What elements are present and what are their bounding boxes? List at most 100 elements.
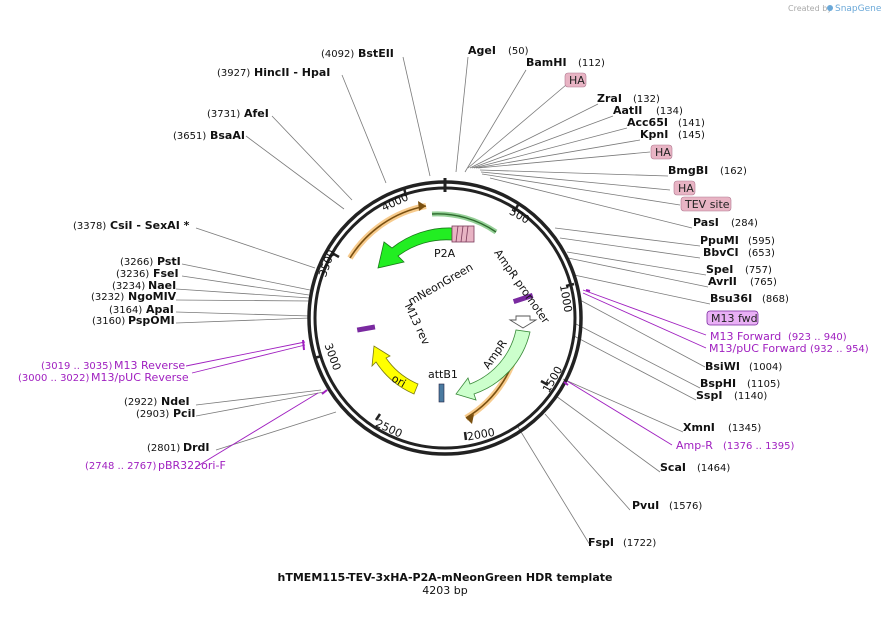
tick-1000: 1000	[557, 284, 575, 314]
mneongreen-feature[interactable]	[377, 227, 453, 269]
label-m13-rev: M13 rev	[402, 301, 433, 347]
site-pos: (653)	[748, 248, 775, 259]
primer-pos: (923 .. 940)	[788, 332, 847, 343]
m13-rev-marker[interactable]	[356, 324, 376, 333]
site-name: ZraI	[597, 92, 622, 105]
tag-ha-2-label: HA	[655, 146, 671, 159]
primer-mark-pbr322	[321, 389, 328, 395]
feature-tags: HA HA HA TEV site M13 fwd	[564, 72, 759, 326]
tag-ha-1-label: HA	[569, 74, 585, 87]
tag-ha-3-label: HA	[678, 182, 694, 195]
cds-region-line	[431, 213, 497, 233]
site-name: PciI	[173, 407, 195, 420]
site-name: PpuMI	[700, 234, 739, 247]
tag-ha-3[interactable]	[673, 180, 696, 196]
snapgene-credit: Created by SnapGene	[788, 4, 882, 14]
site-pos: (1004)	[749, 362, 782, 373]
site-labels-right: AgeI (50) BamHI (112) ZraI (132) AatII (…	[468, 44, 789, 549]
credit-prefix: Created by	[788, 4, 832, 13]
site-name: BamHI	[526, 56, 567, 69]
attb1-feature[interactable]	[438, 383, 445, 403]
site-name: NgoMIV	[128, 290, 177, 303]
primer-name: pBR322ori-F	[158, 459, 226, 472]
site-pos: (1140)	[734, 391, 767, 402]
site-name: AvrII	[708, 275, 737, 288]
site-pos: (3266)	[120, 257, 153, 268]
site-pos: (2903)	[136, 409, 169, 420]
site-pos: (2922)	[124, 397, 157, 408]
map-title: hTMEM115-TEV-3xHA-P2A-mNeonGreen HDR tem…	[278, 571, 613, 584]
site-name: PstI	[157, 255, 181, 268]
primer-pos: (932 .. 954)	[810, 344, 869, 355]
ampr-promoter-arrow[interactable]	[508, 315, 538, 329]
site-pos: (141)	[678, 118, 705, 129]
site-pos: (595)	[748, 236, 775, 247]
primer-labels: M13 Forward (923 .. 940) M13/pUC Forward…	[18, 330, 869, 472]
ha-stripes	[455, 225, 469, 243]
tag-m13-fwd-label: M13 fwd	[711, 312, 758, 325]
homology-left-arrowhead	[418, 201, 426, 211]
site-name: XmnI	[683, 421, 715, 434]
site-name: FseI	[153, 267, 179, 280]
site-name: SpeI	[706, 263, 733, 276]
site-name: CsiI - SexAI *	[110, 219, 190, 232]
site-name: AatII	[613, 104, 642, 117]
tag-tev-site-label: TEV site	[684, 198, 730, 211]
site-pos: (3232)	[91, 292, 124, 303]
primer-name: M13/pUC Forward	[709, 342, 807, 355]
site-pos: (765)	[750, 277, 777, 288]
site-pos: (112)	[578, 58, 605, 69]
label-ori: ori	[389, 372, 408, 390]
site-pos: (3927)	[217, 68, 250, 79]
tag-m13-fwd[interactable]	[706, 310, 759, 326]
site-pos: (3236)	[116, 269, 149, 280]
site-name: AfeI	[244, 107, 269, 120]
site-pos: (50)	[508, 46, 529, 57]
primer-name: M13 Reverse	[114, 359, 185, 372]
site-name: BmgBI	[668, 164, 708, 177]
site-pos: (2801)	[147, 443, 180, 454]
label-attb1: attB1	[428, 368, 458, 381]
tick-2000: 2000	[466, 426, 496, 444]
tag-ha-2[interactable]	[650, 144, 673, 160]
snapgene-logo-icon	[827, 5, 833, 11]
ampr-feature[interactable]	[455, 329, 531, 401]
site-name: BbvCI	[703, 246, 739, 259]
site-name: PspOMI	[128, 314, 175, 327]
site-name: ApaI	[146, 303, 174, 316]
site-pos: (3651)	[173, 131, 206, 142]
site-pos: (4092)	[321, 49, 354, 60]
site-pos: (3731)	[207, 109, 240, 120]
tick-500: 500	[507, 205, 532, 227]
site-name: PvuI	[632, 499, 659, 512]
site-pos: (1345)	[728, 423, 761, 434]
site-labels-left: DrdI (2801) PciI (2903) NdeI (2922) PspO…	[73, 47, 394, 454]
site-name: Acc65I	[627, 116, 668, 129]
site-pos: (3378)	[73, 221, 106, 232]
tag-ha-1[interactable]	[564, 72, 587, 88]
site-pos: (757)	[745, 265, 772, 276]
label-ampr-promoter: AmpR promoter	[491, 247, 552, 326]
site-name: BsiWI	[705, 360, 740, 373]
m13-fwd-marker[interactable]	[512, 293, 534, 304]
site-pos: (132)	[633, 94, 660, 105]
primer-name: M13 Forward	[710, 330, 781, 343]
site-name: PasI	[693, 216, 719, 229]
site-name: FspI	[588, 536, 614, 549]
primer-pos: (3019 .. 3035)	[41, 361, 113, 372]
site-name: BsaAI	[210, 129, 245, 142]
site-name: AgeI	[468, 44, 496, 57]
credit-brand: SnapGene	[835, 4, 882, 14]
site-pos: (1464)	[697, 463, 730, 474]
backbone-tick-marks	[313, 187, 575, 441]
tag-tev-site[interactable]	[680, 196, 732, 212]
primer-pos: (1376 .. 1395)	[723, 441, 795, 452]
ori-feature[interactable]	[371, 345, 419, 395]
primer-mark-m13-reverse	[302, 339, 305, 351]
label-mneongreen: mNeonGreen	[406, 260, 476, 308]
label-p2a: P2A	[434, 247, 456, 260]
site-pos: (284)	[731, 218, 758, 229]
primer-pos: (3000 .. 3022)	[18, 373, 90, 384]
site-name: NaeI	[148, 279, 176, 292]
homology-right-arrowhead	[466, 414, 474, 424]
